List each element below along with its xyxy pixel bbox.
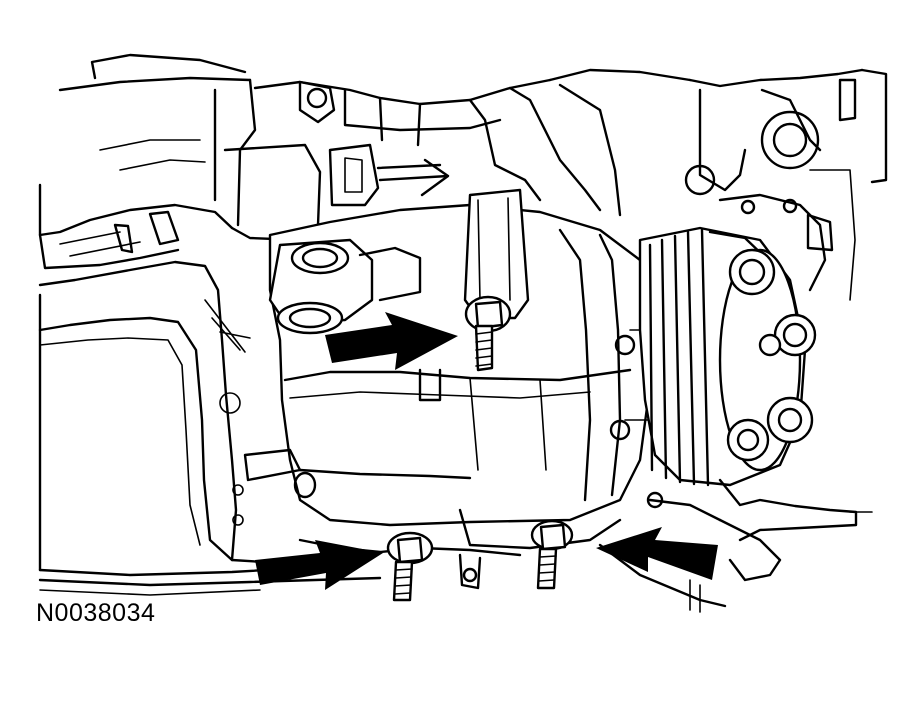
lower-right-bolt-arrow	[596, 527, 718, 580]
clutch-pulley	[638, 226, 817, 487]
upper-bolt-arrow	[325, 312, 458, 370]
engine-block-outline	[38, 53, 888, 577]
compressor-body	[243, 188, 664, 550]
lower-left-bolt-arrow	[255, 540, 383, 590]
lower-left-bolt	[386, 531, 434, 602]
lower-right-bolt	[530, 519, 574, 590]
upper-bolt	[464, 295, 512, 372]
figure-id-label: N0038034	[36, 599, 156, 627]
